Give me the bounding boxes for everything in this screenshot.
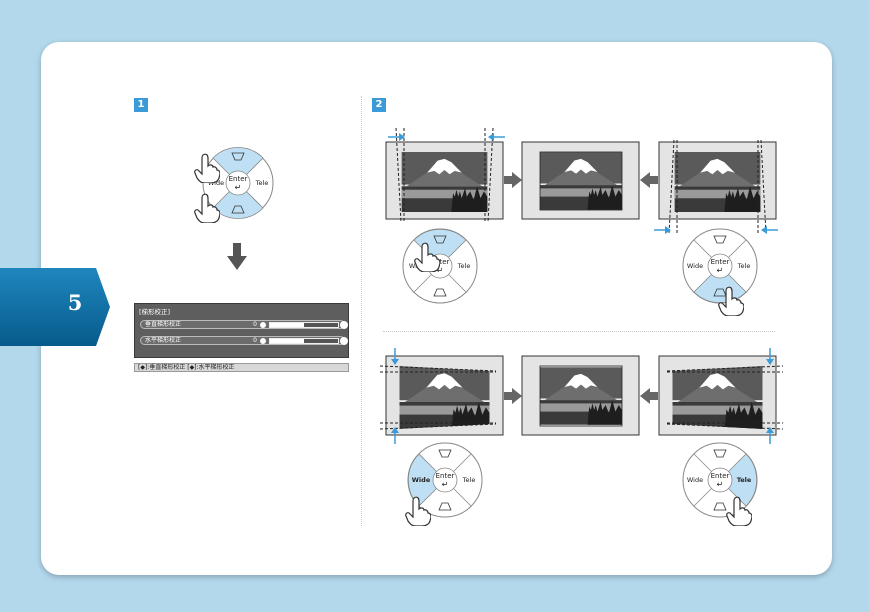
keystone-up-icon bbox=[713, 235, 727, 244]
chapter-tab-shape bbox=[0, 268, 110, 346]
corrected-image-bottom bbox=[521, 355, 640, 436]
svg-text:↵: ↵ bbox=[437, 266, 444, 275]
right-arrow-icon bbox=[504, 388, 522, 404]
tele-label: Tele bbox=[737, 262, 751, 270]
left-arrow-icon bbox=[640, 388, 658, 404]
svg-text:↵: ↵ bbox=[442, 480, 449, 489]
height-arrows bbox=[766, 348, 774, 444]
menu-title: [梯形校正] bbox=[139, 308, 171, 316]
remote-keypad-wide[interactable]: Enter ↵ Wide Tele bbox=[405, 440, 485, 526]
column-divider bbox=[361, 96, 362, 526]
keystone-up-icon bbox=[433, 235, 447, 244]
corrected-image-top bbox=[521, 141, 640, 220]
decrease-icon bbox=[260, 322, 266, 328]
increase-icon bbox=[340, 321, 348, 329]
level-fill bbox=[270, 323, 304, 327]
menu-row-horizontal[interactable]: 水平梯形校正 0 bbox=[140, 336, 348, 345]
step-badge-1: 1 bbox=[134, 98, 148, 112]
menu-hint: [◆]:垂直梯形校正 [◆]:水平梯形校正 bbox=[134, 363, 349, 372]
keystone-up-icon bbox=[438, 449, 452, 458]
menu-row-label: 垂直梯形校正 bbox=[145, 321, 182, 328]
keystone-down-icon bbox=[433, 288, 447, 297]
level-bar[interactable] bbox=[269, 322, 339, 328]
wide-label: Wide bbox=[208, 179, 224, 187]
keystone-down-icon bbox=[713, 502, 727, 511]
keystone-menu: [梯形校正] 垂直梯形校正 0 水平梯形校正 0 bbox=[134, 303, 349, 358]
enter-label: Enter bbox=[711, 258, 730, 266]
keystone-down-icon bbox=[231, 205, 245, 214]
enter-label: Enter bbox=[431, 258, 450, 266]
keystone-image-before-top-left bbox=[385, 127, 504, 223]
svg-text:↵: ↵ bbox=[235, 183, 242, 192]
level-bar[interactable] bbox=[269, 338, 339, 344]
keystone-image-before-top-right bbox=[658, 139, 777, 235]
remote-keypad-step1[interactable]: Enter ↵ Wide Tele bbox=[190, 145, 286, 223]
keystone-image-before-bottom-left bbox=[379, 355, 504, 436]
tele-label: Tele bbox=[462, 476, 476, 484]
left-arrow-icon bbox=[640, 172, 658, 188]
height-arrows bbox=[391, 348, 399, 444]
row-divider bbox=[383, 331, 775, 332]
svg-text:↵: ↵ bbox=[717, 480, 724, 489]
remote-keypad-down[interactable]: Enter ↵ Wide Tele bbox=[680, 226, 760, 318]
keystone-image-before-bottom-right bbox=[658, 355, 784, 436]
wide-label: Wide bbox=[687, 262, 703, 270]
enter-label: Enter bbox=[436, 472, 455, 480]
menu-row-value: 0 bbox=[253, 337, 257, 344]
svg-text:↵: ↵ bbox=[717, 266, 724, 275]
remote-keypad-up[interactable]: Enter ↵ Wide Tele bbox=[400, 226, 480, 306]
tele-label: Tele bbox=[737, 476, 752, 484]
chapter-number: 5 bbox=[67, 290, 83, 315]
decrease-icon bbox=[260, 338, 266, 344]
width-arrows bbox=[654, 226, 778, 234]
menu-row-value: 0 bbox=[253, 321, 257, 328]
keystone-down-icon bbox=[438, 502, 452, 511]
menu-row-label: 水平梯形校正 bbox=[145, 337, 182, 344]
keystone-up-icon bbox=[231, 152, 245, 161]
keystone-up-icon bbox=[713, 449, 727, 458]
tele-label: Tele bbox=[457, 262, 471, 270]
step-badge-2: 2 bbox=[372, 98, 386, 112]
down-arrow-icon bbox=[227, 243, 247, 270]
enter-label: Enter bbox=[229, 175, 248, 183]
level-fill bbox=[270, 339, 304, 343]
remote-keypad-tele[interactable]: Enter ↵ Wide Tele bbox=[680, 440, 760, 526]
increase-icon bbox=[340, 337, 348, 345]
wide-label: Wide bbox=[412, 476, 431, 484]
right-arrow-icon bbox=[504, 172, 522, 188]
enter-label: Enter bbox=[711, 472, 730, 480]
width-arrows bbox=[388, 133, 505, 141]
menu-row-vertical[interactable]: 垂直梯形校正 0 bbox=[140, 320, 348, 329]
chapter-tab[interactable]: 5 bbox=[0, 268, 112, 346]
tele-label: Tele bbox=[255, 179, 269, 187]
wide-label: Wide bbox=[687, 476, 703, 484]
